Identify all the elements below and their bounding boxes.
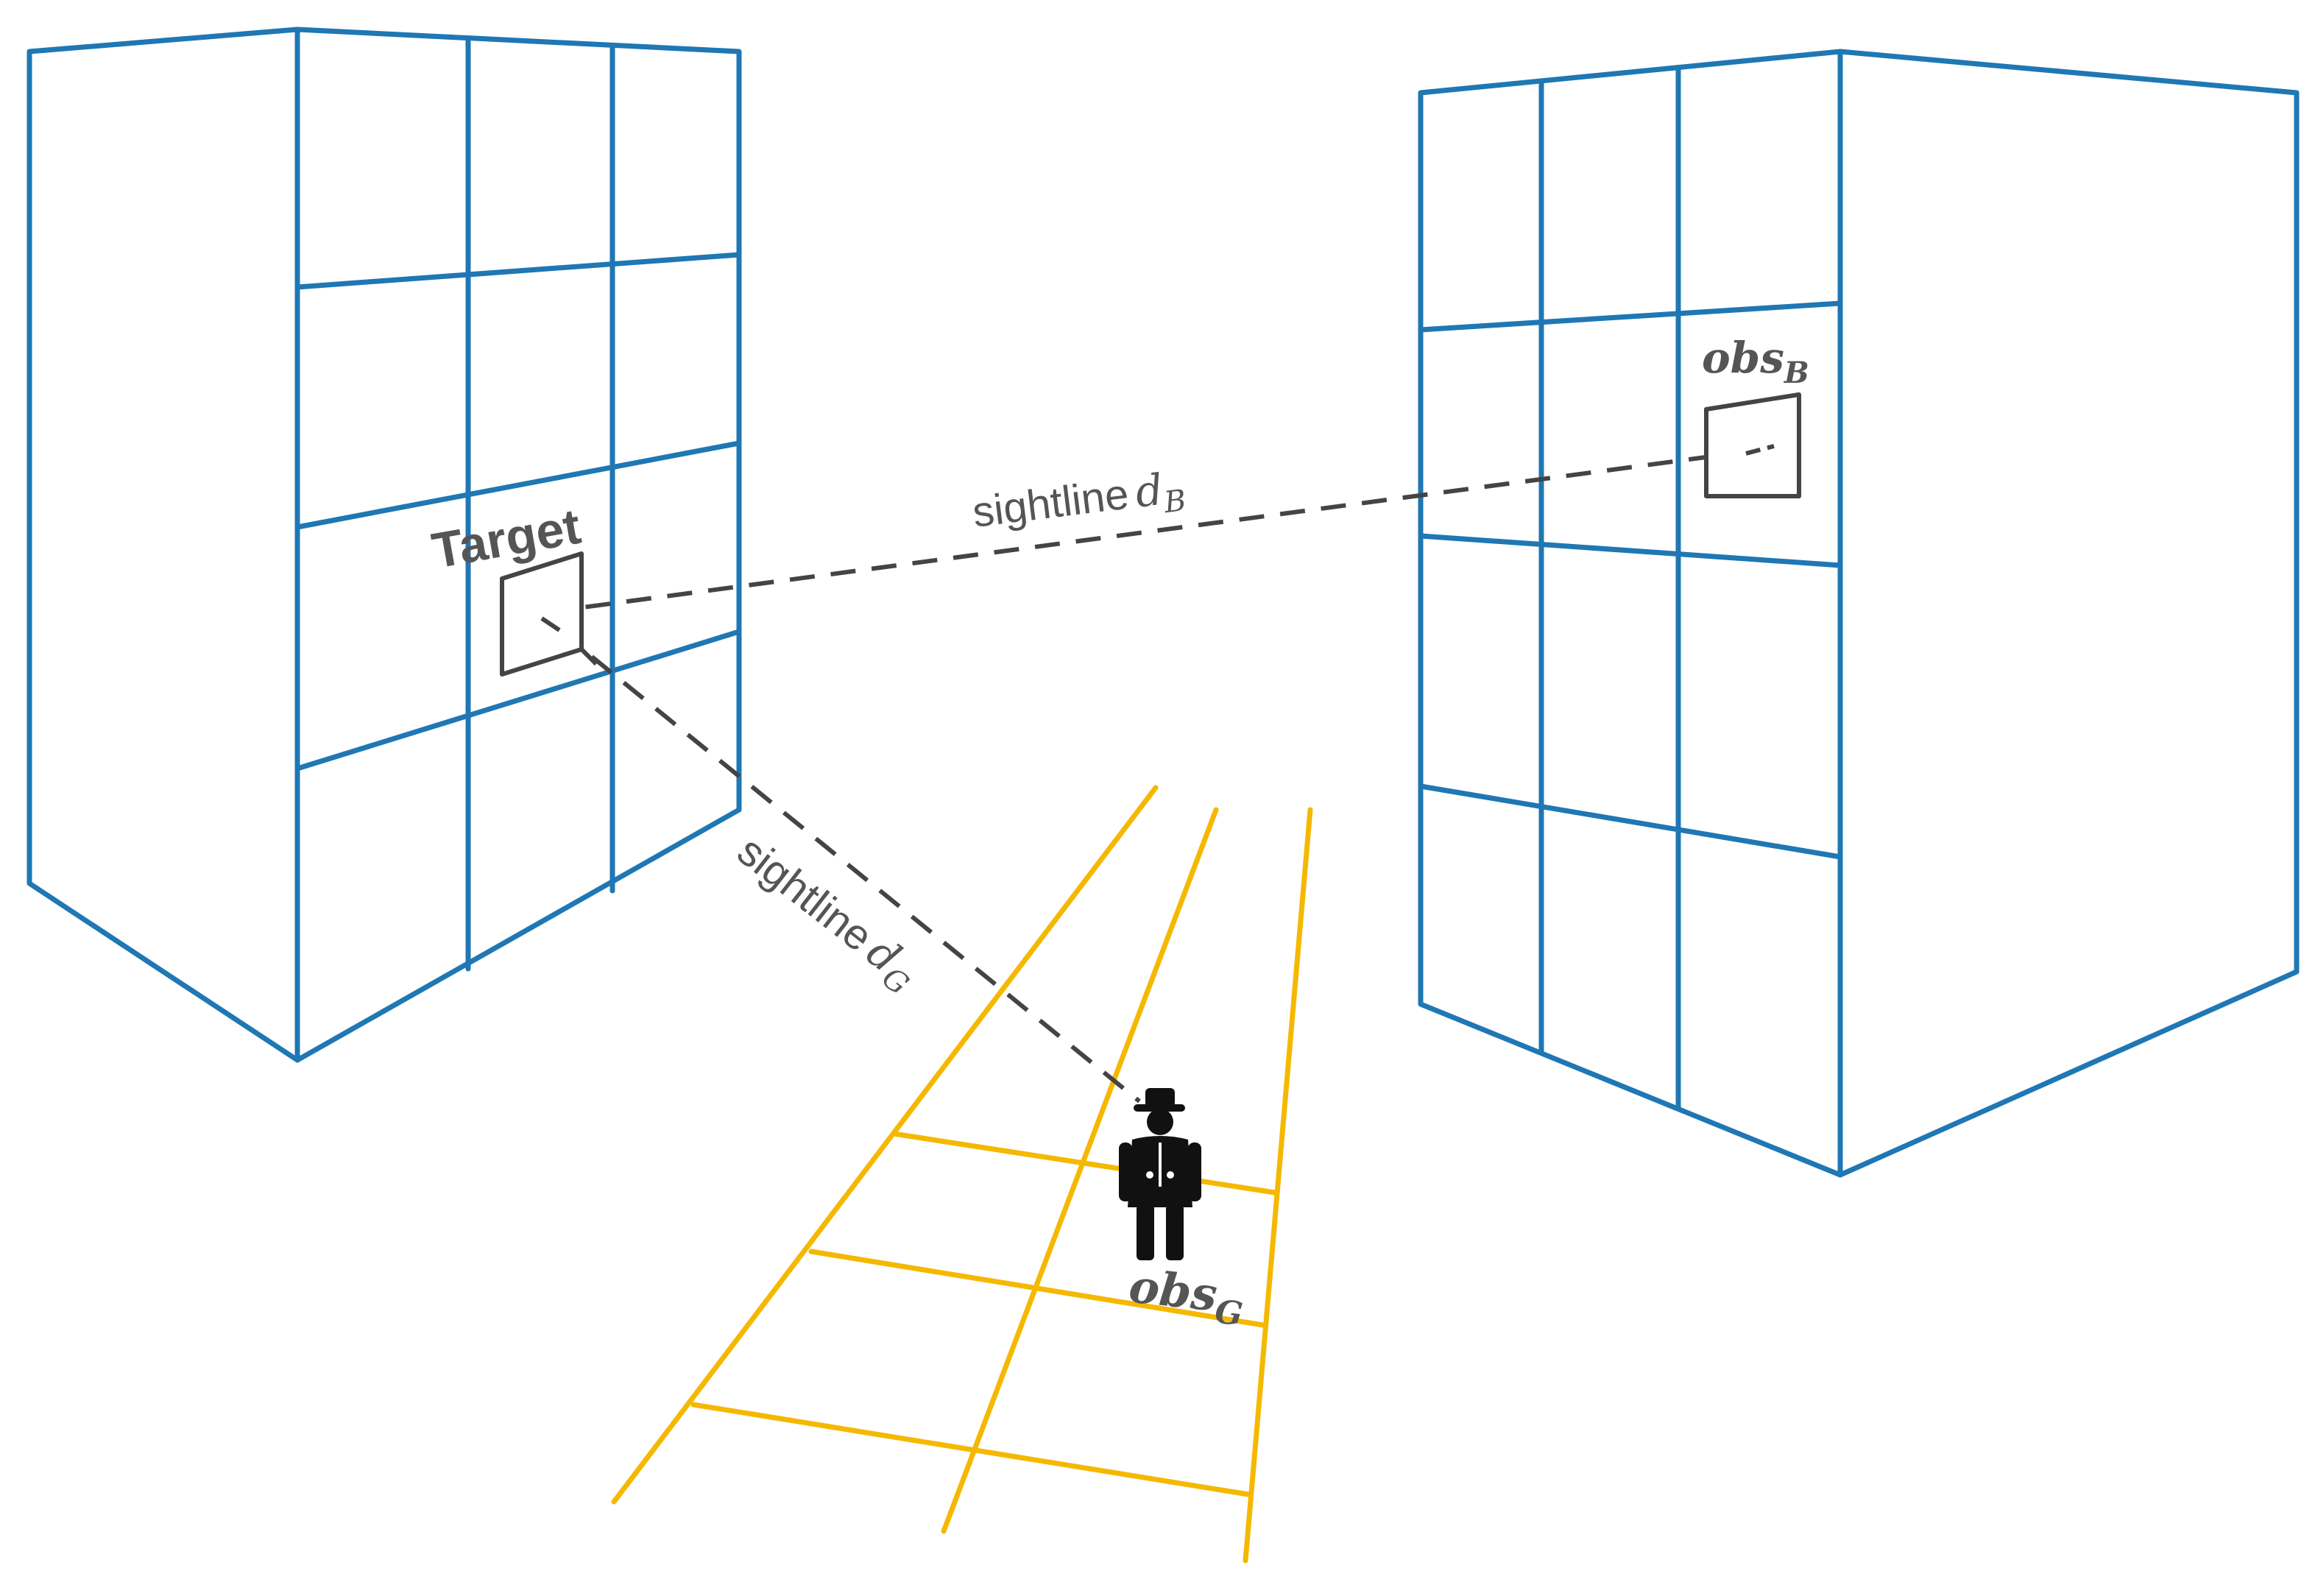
- person-with-hat-icon: [1119, 1088, 1201, 1260]
- sightlines: [544, 447, 1767, 1104]
- sightline-g-line: [590, 654, 1141, 1104]
- left-building: [26, 27, 742, 1063]
- road-grid: [611, 785, 1313, 1564]
- sightline-g-label: sightlinedG: [724, 825, 928, 1002]
- observer-building-window: [1704, 392, 1801, 498]
- observer-building-label: obsB: [1702, 333, 1809, 390]
- observer-ground-label: obsG: [1125, 1259, 1247, 1333]
- right-building: [1418, 49, 2300, 1178]
- target-window: [500, 551, 598, 677]
- sightline-b-label: sightlinedB: [969, 462, 1187, 543]
